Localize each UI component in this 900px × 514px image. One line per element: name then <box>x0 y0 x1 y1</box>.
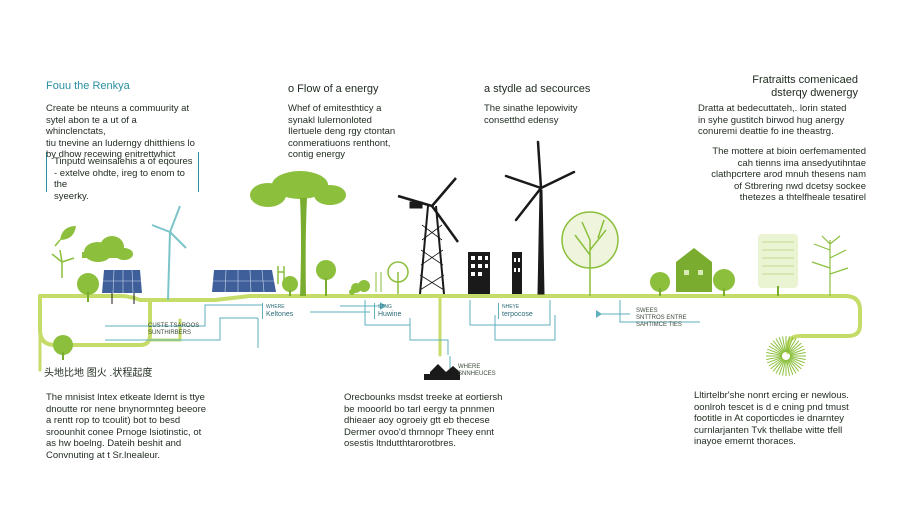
flow-label-3: NHEYE terpocose <box>498 303 533 319</box>
tree-icon <box>77 273 99 302</box>
tree-icon <box>53 335 73 360</box>
sun-ray <box>786 336 790 353</box>
column-4-heading: Fratraitts comenicaed dsterqy dwenergy <box>752 74 858 99</box>
sun-ray <box>788 358 802 370</box>
sun-ray <box>766 356 783 360</box>
sun-ray <box>789 352 806 356</box>
sun-ray <box>767 348 783 356</box>
sun-ray <box>770 342 784 354</box>
building-icon <box>468 252 522 294</box>
section-caption: 头地比地 图火 .状程起度 <box>44 368 153 379</box>
sun-ray <box>789 345 804 355</box>
sun-ray <box>782 336 786 353</box>
bottom-text-left: The mnisist lntex etkeate ldernt is ttye… <box>46 392 207 461</box>
wind-turbine-icon <box>151 205 187 301</box>
sun-ray <box>789 348 805 356</box>
flow-label-1: WHERE Keltones <box>262 303 293 319</box>
column-3-heading: a stydle ad secources <box>484 83 591 95</box>
sun-ray <box>789 357 804 367</box>
sun-ray <box>770 358 784 370</box>
tree-icon <box>758 234 798 296</box>
column-4-text: Dratta at bedecuttateh,. lorin stated in… <box>698 103 847 137</box>
flow-label-4: SWEES SNTTROS ENTRE SAHTIMCE TIES <box>636 308 687 328</box>
energy-flow-lines <box>38 294 862 372</box>
sun-ray <box>787 359 797 374</box>
sun-ray <box>788 342 802 354</box>
tree-icon <box>650 272 670 296</box>
sun-ray <box>788 358 800 372</box>
sun-ray <box>787 338 797 353</box>
column-4-note: The mottere at bioin oerfemamented cah t… <box>711 146 866 203</box>
tree-icon <box>316 260 336 296</box>
wind-turbine-icon <box>397 177 460 295</box>
solar-panel-icon <box>212 269 276 293</box>
flow-label-5: CUSTE TSAROOS SUNTHIRBERS <box>148 323 200 336</box>
main-flow-line <box>38 294 847 302</box>
solar-panel-icon <box>102 269 142 304</box>
sun-ray <box>788 340 800 354</box>
right-drop-line <box>786 294 862 354</box>
tree-outline-icon <box>375 261 409 294</box>
flow-arrow-icon-right <box>596 310 602 318</box>
flow-label-2: STNG Huwine <box>374 303 401 319</box>
column-2-heading: o Flow of a energy <box>288 83 379 95</box>
flow-label-6: WHERE SNNHEUCES <box>458 364 496 377</box>
fence-icon <box>277 266 285 284</box>
bottom-text-right: Lltirtelbr'she nonrt ercing er newlous. … <box>694 390 849 447</box>
sun-ray <box>778 337 786 353</box>
wind-turbine-icon <box>504 140 576 295</box>
sun-ray <box>789 356 805 364</box>
sun-ray <box>786 359 794 375</box>
sun-ray <box>772 340 784 354</box>
house-icon <box>676 248 712 292</box>
sun-ray <box>775 359 785 374</box>
teal-connector-lines <box>105 300 700 380</box>
bottom-text-center: Orecbounks msdst treeke at eortiersh be … <box>344 392 503 449</box>
tree-icon <box>282 276 298 296</box>
bush-icon <box>349 280 370 295</box>
flow-arrow-icon <box>380 302 386 310</box>
column-1-heading: Fouu the Renkya <box>46 80 130 92</box>
house-icon <box>424 364 460 380</box>
sun-ray <box>766 352 783 356</box>
tree-icon <box>713 269 735 296</box>
sun-ray <box>772 358 784 372</box>
tree-icon <box>561 211 619 296</box>
sun-ray <box>775 338 785 353</box>
tree-icon <box>811 235 849 296</box>
cloud-bush-icon <box>82 236 133 262</box>
sun-ray <box>768 357 783 367</box>
column-2-text: Whef of emitesthticy a synakl lulernonlo… <box>288 103 396 160</box>
tree-icon <box>250 171 346 296</box>
leaf-icon <box>54 226 76 247</box>
sun-ray <box>789 356 806 360</box>
column-divider <box>46 152 47 192</box>
column-1-note: Tinputd weinsalehis a of eqoures - extel… <box>54 156 193 202</box>
sun-ray <box>778 359 786 375</box>
sun-ray <box>786 337 794 353</box>
sun-ray <box>782 359 786 376</box>
sun-ray <box>767 356 783 364</box>
column-3-text: The sinathe lepowivity consetthd edensy <box>484 103 578 126</box>
column-1-text: Create be nteuns a commuurity at sytel a… <box>46 103 195 160</box>
sun-pattern-icon <box>766 336 806 376</box>
wind-turbine-icon <box>51 249 75 278</box>
sun-ray <box>786 359 790 376</box>
sun-ray <box>768 345 783 355</box>
column-divider <box>198 152 199 192</box>
